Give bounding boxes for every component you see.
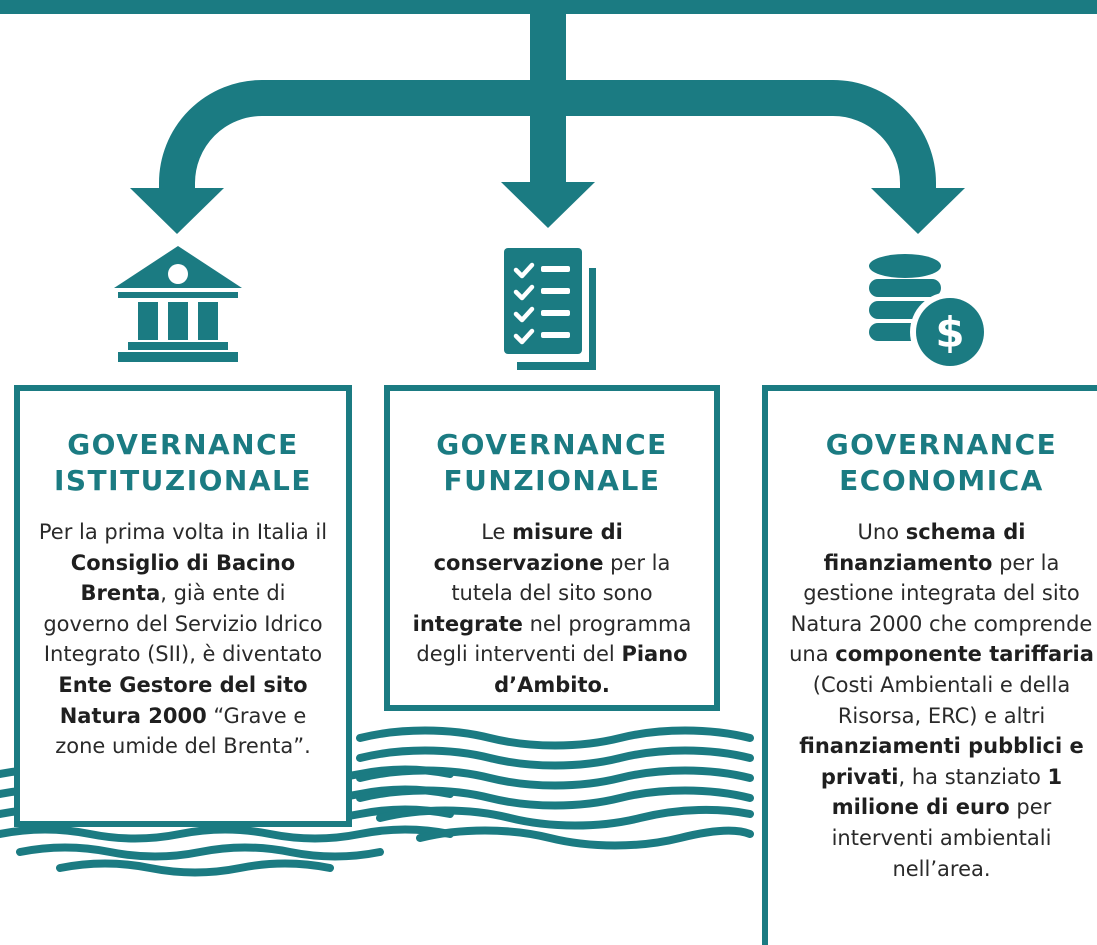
box-body: Le misure di conservazione per la tutela… bbox=[406, 517, 698, 701]
arrowhead-center bbox=[501, 182, 595, 228]
governance-istituzionale-box: GOVERNANCE ISTITUZIONALE Per la prima vo… bbox=[14, 385, 352, 827]
box-body: Uno schema di finanziamento per la gesti… bbox=[782, 517, 1097, 884]
box-title-line2: ISTITUZIONALE bbox=[53, 464, 313, 497]
body-text: , ha stanziato bbox=[898, 764, 1048, 789]
body-text: per la tutela del sito sono bbox=[451, 550, 671, 606]
body-text-bold: finanziamenti pubblici e privati bbox=[799, 734, 1084, 789]
branch-right bbox=[548, 80, 936, 201]
box-title-line1: GOVERNANCE bbox=[67, 428, 299, 461]
body-text-bold: misure di conservazione bbox=[433, 520, 623, 575]
box-title-line1: GOVERNANCE bbox=[436, 428, 668, 461]
svg-text:$: $ bbox=[935, 308, 964, 357]
box-title-line1: GOVERNANCE bbox=[825, 428, 1058, 461]
body-text: (Costi Ambientali e della Risorsa, ERC) … bbox=[812, 672, 1071, 728]
body-text: “Grave e zone umide del Brenta”. bbox=[55, 703, 311, 759]
body-text-bold: schema di finanziamento bbox=[823, 520, 1026, 575]
coins-dollar-icon: $ bbox=[869, 254, 990, 372]
institution-icon bbox=[114, 246, 242, 362]
body-text: per interventi ambientali nell’area. bbox=[831, 795, 1052, 881]
governance-funzionale-box: GOVERNANCE FUNZIONALE Le misure di conse… bbox=[384, 385, 720, 711]
box-body: Per la prima volta in Italia il Consigli… bbox=[38, 517, 328, 762]
body-text-bold: integrate bbox=[412, 611, 523, 636]
body-text-bold: Consiglio di Bacino Brenta bbox=[70, 550, 296, 606]
box-title: GOVERNANCE ECONOMICA bbox=[782, 427, 1097, 499]
governance-economica-box: GOVERNANCE ECONOMICA Uno schema di finan… bbox=[762, 385, 1097, 945]
body-text: Uno bbox=[857, 520, 906, 544]
body-text-bold: 1 milione di euro bbox=[831, 764, 1063, 820]
body-text-bold: Piano d’Ambito. bbox=[494, 642, 688, 697]
checklist-icon bbox=[504, 248, 596, 370]
box-title-line2: FUNZIONALE bbox=[443, 464, 661, 497]
branch-left bbox=[159, 80, 548, 201]
box-title-line2: ECONOMICA bbox=[839, 464, 1044, 497]
body-text: Per la prima volta in Italia il bbox=[38, 520, 328, 544]
body-text-bold: Ente Gestore del sito Natura 2000 bbox=[58, 672, 308, 728]
body-text: per la gestione integrata del sito Natur… bbox=[789, 550, 1093, 667]
arrowhead-left bbox=[130, 188, 224, 234]
body-text: nel programma degli interventi del bbox=[416, 611, 692, 667]
connector-arrows bbox=[0, 0, 1097, 234]
body-text-bold: componente tariffaria bbox=[835, 642, 1094, 667]
box-title: GOVERNANCE FUNZIONALE bbox=[406, 427, 698, 499]
body-text: , già ente di governo del Servizio Idric… bbox=[43, 581, 323, 667]
body-text: Le bbox=[481, 520, 513, 544]
arrowhead-right bbox=[871, 188, 965, 234]
box-title: GOVERNANCE ISTITUZIONALE bbox=[38, 427, 328, 499]
